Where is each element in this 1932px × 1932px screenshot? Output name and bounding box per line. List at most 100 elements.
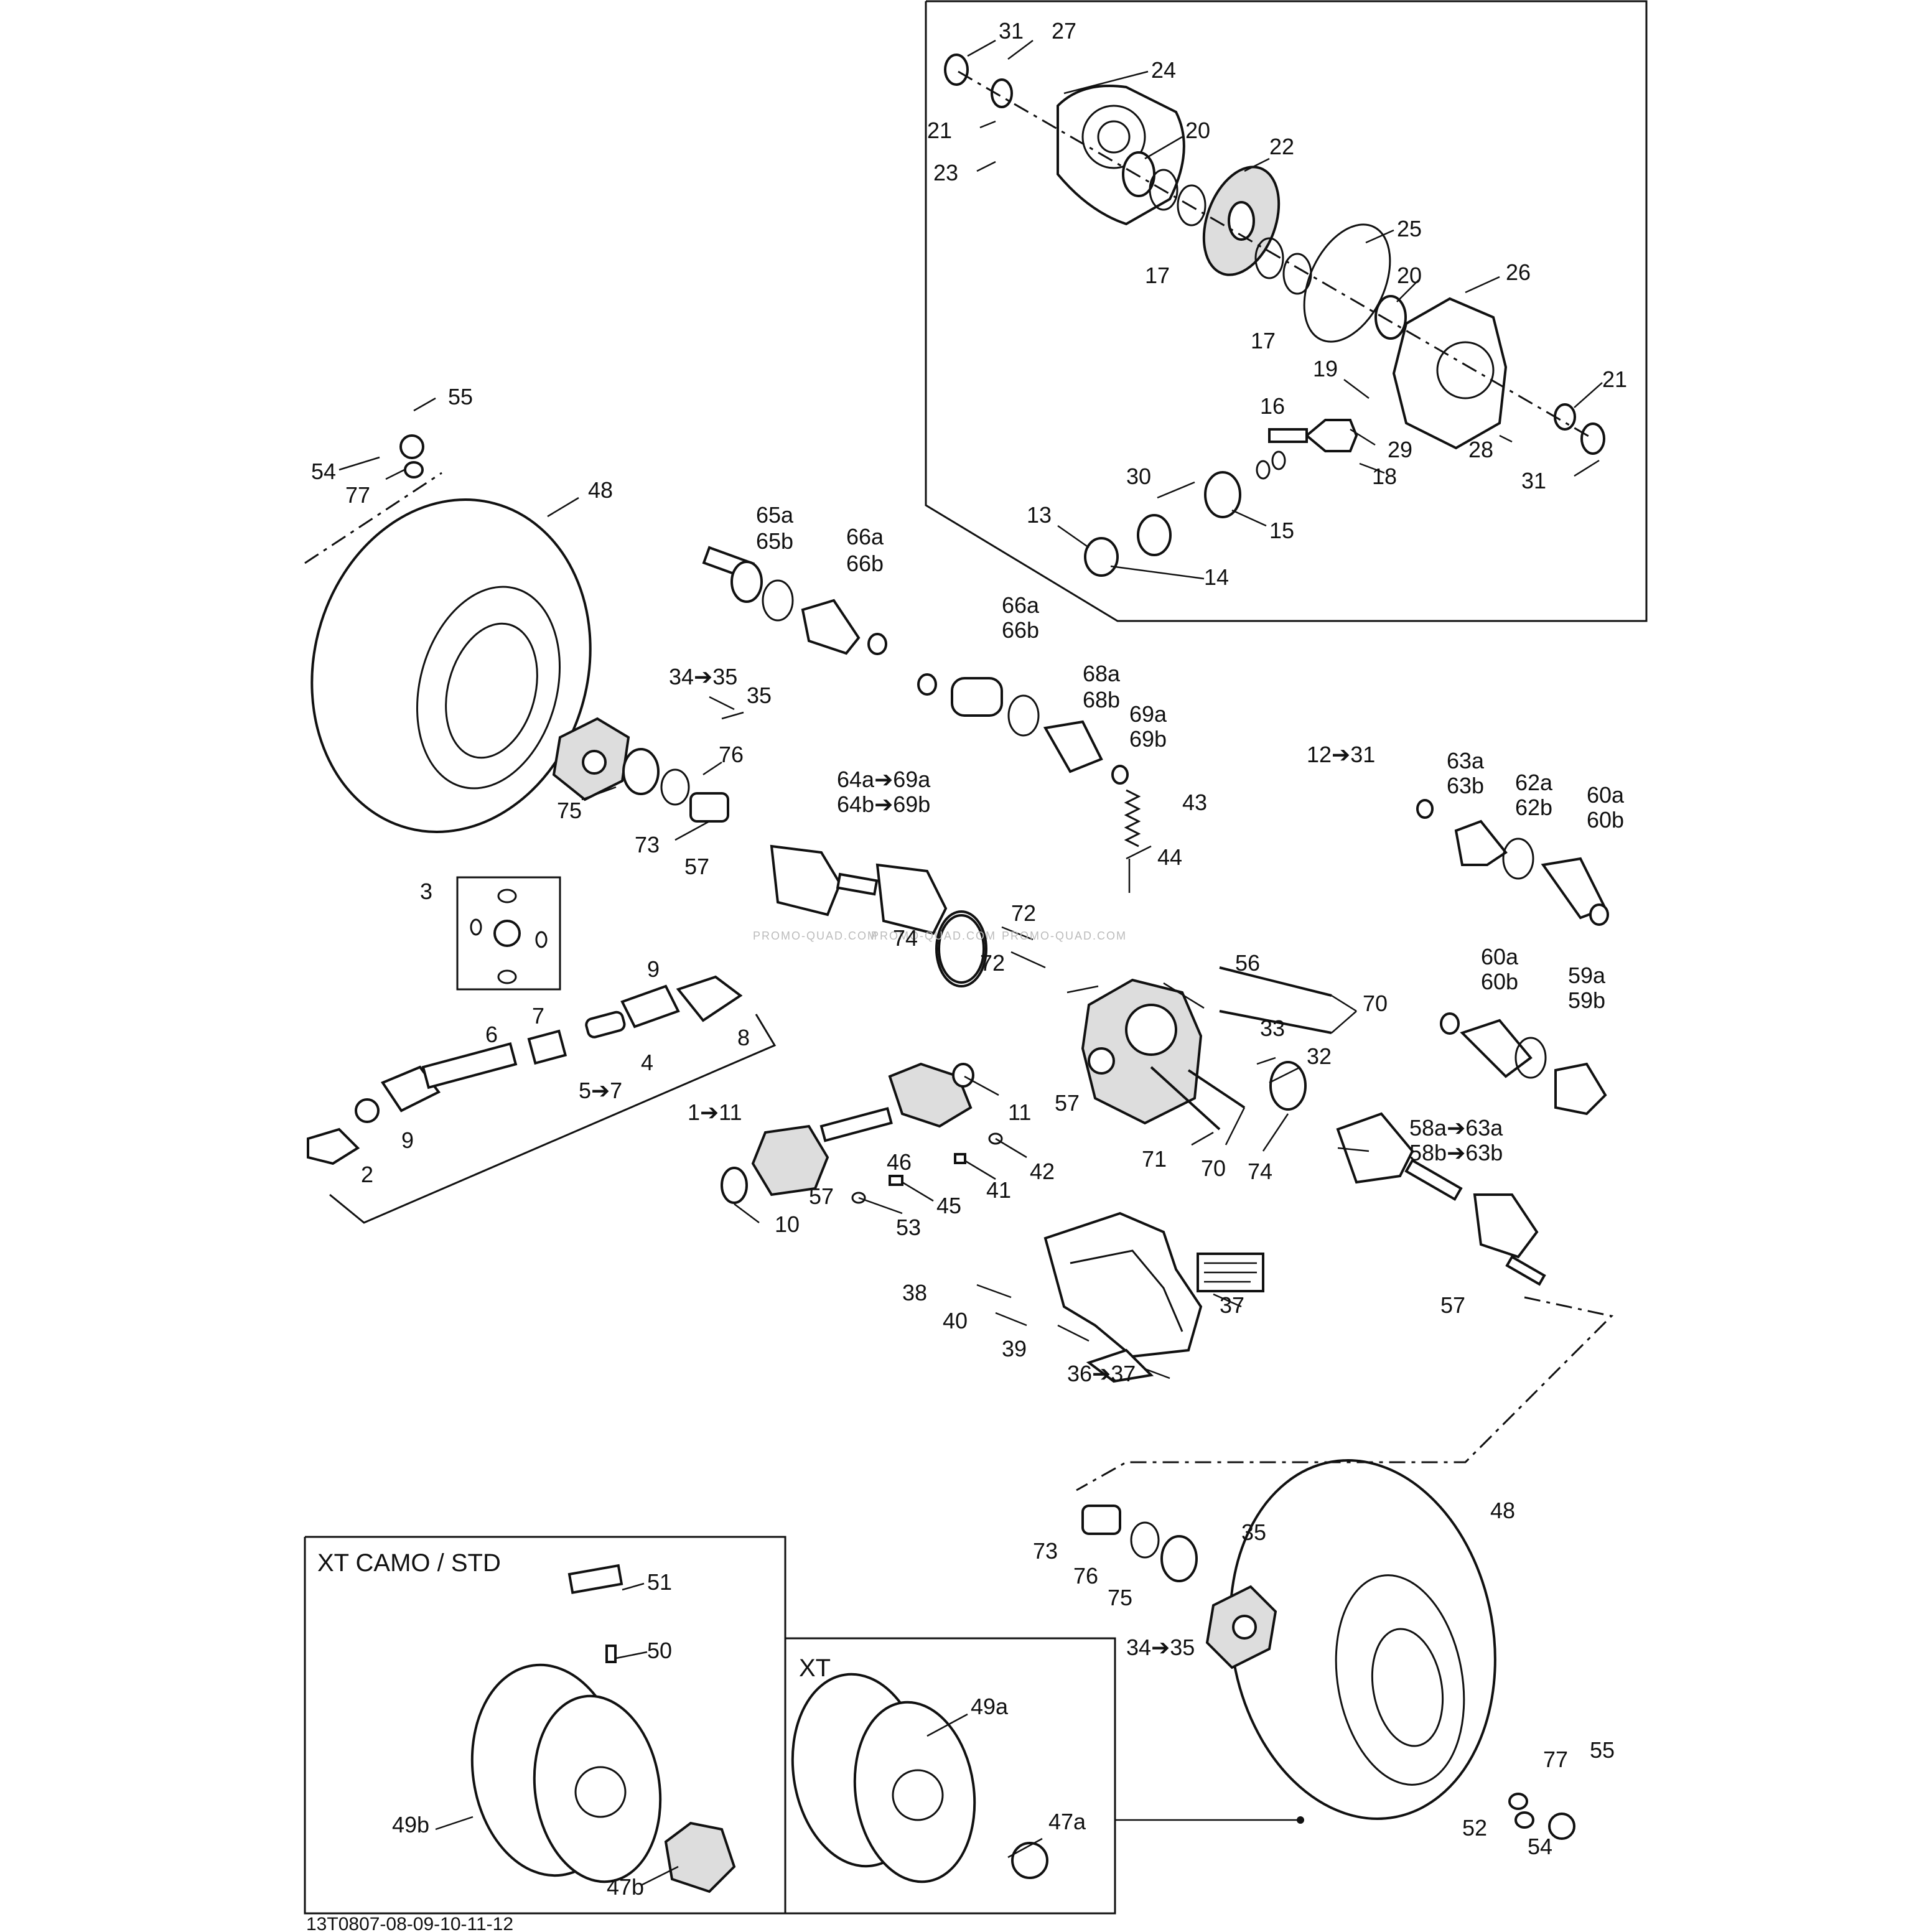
watermark-1: PROMO-QUAD.COM	[753, 930, 878, 942]
callout-53: 53	[896, 1215, 921, 1240]
callout-7: 7	[532, 1003, 544, 1029]
callout-16: 16	[1260, 393, 1285, 419]
callout-27: 27	[1052, 18, 1076, 44]
callout-60b: 60b	[1587, 807, 1624, 833]
skid-plate	[1043, 1211, 1203, 1383]
ring-gear	[1202, 166, 1281, 276]
callout-55: 55	[448, 384, 473, 409]
callout-12-31: 12➔31	[1307, 742, 1375, 767]
callout-57: 57	[1055, 1090, 1080, 1116]
pinion-shaft	[1268, 419, 1358, 452]
callout-56: 56	[1235, 950, 1260, 976]
callout-42: 42	[1030, 1159, 1055, 1184]
callout-41: 41	[986, 1177, 1011, 1203]
center-cap-steel	[664, 1821, 736, 1893]
center-cap-alloy	[1011, 1842, 1048, 1879]
wheel-hub-right	[1205, 1585, 1277, 1669]
callout-66a: 66a	[846, 524, 884, 549]
callout-18: 18	[1372, 464, 1397, 489]
callout-73: 73	[635, 832, 660, 857]
callout-63a: 63a	[1447, 748, 1485, 773]
differential-housing-cover	[1057, 85, 1185, 226]
callout-20: 20	[1397, 263, 1422, 288]
callout-22: 22	[1269, 134, 1294, 159]
differential-housing	[1392, 297, 1508, 450]
left-hub-parts	[399, 434, 729, 823]
callout-57: 57	[1440, 1292, 1465, 1318]
callout-74: 74	[1248, 1159, 1272, 1184]
callout-33: 33	[1260, 1015, 1285, 1041]
callout-47b: 47b	[607, 1874, 644, 1900]
warning-label	[1197, 1253, 1264, 1292]
callout-55: 55	[1590, 1737, 1615, 1763]
callout-29: 29	[1388, 437, 1412, 462]
callout-3: 3	[420, 879, 432, 904]
callout-31: 31	[999, 18, 1024, 44]
callout-34-35: 34➔35	[669, 664, 737, 689]
callout-14: 14	[1204, 564, 1229, 590]
o-ring	[1303, 223, 1391, 343]
callout-72: 72	[1011, 900, 1036, 926]
callout-68a: 68a	[1083, 661, 1121, 686]
callout-6: 6	[485, 1022, 498, 1047]
callout-21: 21	[927, 118, 952, 143]
diff-axis-line	[958, 70, 1594, 440]
tire-left	[310, 498, 592, 833]
callout-62b: 62b	[1515, 795, 1552, 820]
callout-48: 48	[1490, 1498, 1515, 1523]
callout-75: 75	[1108, 1585, 1132, 1610]
inset-title-camo-std: XT CAMO / STD	[317, 1549, 501, 1577]
callout-48: 48	[588, 477, 613, 503]
callout-10: 10	[775, 1211, 800, 1237]
callout-34-35: 34➔35	[1126, 1635, 1195, 1660]
callout-76: 76	[719, 742, 744, 767]
watermark-2: PROMO-QUAD.COM	[871, 930, 996, 942]
drive-shaft-upper-right	[917, 673, 1129, 785]
callout-59a: 59a	[1568, 963, 1606, 988]
callout-71: 71	[1142, 1146, 1167, 1172]
callout-40: 40	[943, 1308, 968, 1333]
yoke-left	[307, 1098, 380, 1165]
callout-50: 50	[647, 1638, 672, 1663]
callout-20: 20	[1185, 118, 1210, 143]
callout-36-37: 36➔37	[1067, 1361, 1136, 1386]
callout-49a: 49a	[971, 1694, 1009, 1719]
callout-51: 51	[647, 1569, 672, 1595]
rim-label	[567, 1564, 623, 1594]
callout-9: 9	[647, 956, 660, 982]
callout-52: 52	[1462, 1815, 1487, 1841]
cv-kit-upper-right	[1416, 799, 1609, 926]
rim-steel	[470, 1663, 662, 1883]
callout-23: 23	[933, 160, 958, 185]
callout-66b-2: 66b	[1002, 617, 1039, 643]
callout-11: 11	[1008, 1099, 1031, 1125]
shaft-kit-bracket	[329, 1014, 777, 1224]
reference-code: 13T0807-08-09-10-11-12	[306, 1914, 513, 1932]
callout-15: 15	[1269, 518, 1294, 543]
inset-title-xt: XT	[799, 1654, 831, 1682]
callout-8: 8	[737, 1025, 750, 1050]
callout-57: 57	[809, 1183, 834, 1209]
u-joint-kit-box	[456, 876, 561, 991]
callout-26: 26	[1506, 259, 1531, 285]
callout-47a: 47a	[1048, 1809, 1086, 1834]
callout-77: 77	[345, 482, 370, 508]
callout-77: 77	[1543, 1747, 1568, 1772]
callout-45: 45	[936, 1193, 961, 1218]
callout-21: 21	[1602, 366, 1627, 392]
differential-inset-frame	[925, 0, 1648, 622]
callout-43: 43	[1182, 790, 1207, 815]
callout-75: 75	[557, 798, 582, 823]
callout-60a-2: 60a	[1481, 944, 1519, 969]
valve-stem	[605, 1645, 617, 1663]
callout-66b: 66b	[846, 551, 884, 576]
right-hub-parts	[1081, 1505, 1575, 1840]
callout-4: 4	[641, 1050, 653, 1075]
callout-30: 30	[1126, 464, 1151, 489]
connector-dot	[1297, 1816, 1304, 1824]
callout-60b-2: 60b	[1481, 969, 1518, 994]
callout-74: 74	[893, 925, 918, 951]
callout-28: 28	[1468, 437, 1493, 462]
callout-35: 35	[747, 683, 772, 708]
